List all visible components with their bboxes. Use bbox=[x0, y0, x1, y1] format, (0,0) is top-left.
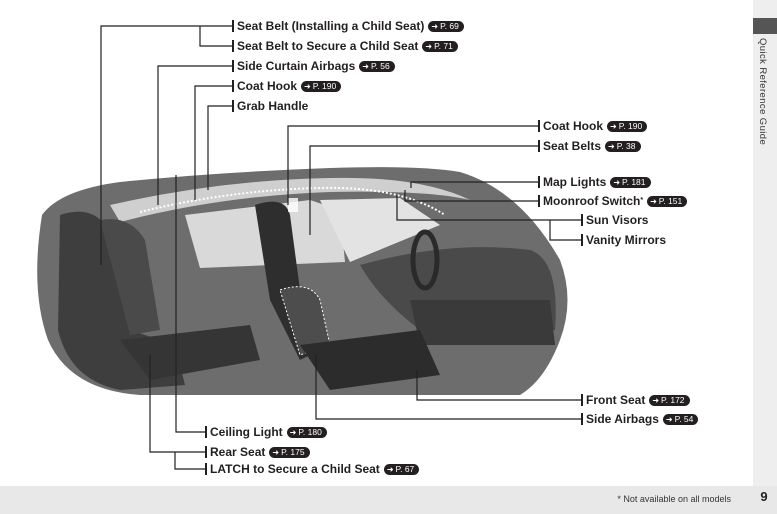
page-ref-badge[interactable]: ➜P. 56 bbox=[359, 60, 395, 72]
callout-label: Seat Belt to Secure a Child Seat bbox=[237, 39, 419, 53]
callout-label: Seat Belts bbox=[543, 139, 602, 153]
callout-vanity-mirrors: Vanity Mirrors bbox=[581, 232, 666, 248]
callout-side-airbags: Side Airbags➜P. 54 bbox=[581, 411, 699, 427]
callout-coat-hook-front: Coat Hook ➜P. 190 bbox=[538, 118, 648, 134]
arrow-icon: ➜ bbox=[608, 141, 615, 151]
arrow-icon: ➜ bbox=[272, 447, 280, 457]
callout-seat-belt-install: Seat Belt (Installing a Child Seat)➜P. 6… bbox=[232, 18, 464, 34]
arrow-icon: ➜ bbox=[425, 41, 433, 51]
page-ref-badge[interactable]: ➜P. 69 bbox=[428, 20, 464, 32]
page-ref-badge[interactable]: ➜P. 54 bbox=[662, 413, 699, 425]
callout-label: Coat Hook bbox=[543, 119, 603, 133]
arrow-icon: ➜ bbox=[665, 414, 673, 424]
callout-latch: LATCH to Secure a Child Seat➜P. 67 bbox=[205, 461, 420, 477]
callout-label: Moonroof Switch bbox=[543, 194, 641, 208]
arrow-icon: ➜ bbox=[289, 427, 297, 437]
page-number: 9 bbox=[760, 489, 768, 504]
page-ref-badge[interactable]: ➜P. 190 bbox=[301, 80, 342, 92]
callout-label: Vanity Mirrors bbox=[586, 233, 667, 247]
callout-map-lights: Map Lights➜P. 181 bbox=[538, 174, 651, 190]
page-ref-badge[interactable]: ➜P. 172 bbox=[649, 394, 690, 406]
callout-label: Rear Seat bbox=[210, 445, 266, 459]
callout-label: Map Lights bbox=[543, 175, 607, 189]
side-title: Quick Reference Guide bbox=[757, 38, 768, 146]
callout-rear-seat: Rear Seat➜P. 175 bbox=[205, 444, 310, 460]
callout-seat-belt-secure: Seat Belt to Secure a Child Seat➜P. 71 bbox=[232, 38, 458, 54]
callout-front-seat: Front Seat➜P. 172 bbox=[581, 392, 690, 408]
arrow-icon: ➜ bbox=[304, 81, 311, 91]
callout-seat-belts: Seat Belts➜P. 38 bbox=[538, 138, 641, 154]
page-ref-badge[interactable]: ➜P. 38 bbox=[605, 140, 641, 152]
callout-coat-hook-rear: Coat Hook ➜P. 190 bbox=[232, 78, 342, 94]
callout-sun-visors: Sun Visors bbox=[581, 212, 648, 228]
side-tab bbox=[753, 0, 777, 486]
arrow-icon: ➜ bbox=[386, 464, 394, 474]
callout-label: Side Airbags bbox=[586, 412, 659, 426]
callout-label: Ceiling Light bbox=[210, 425, 283, 439]
callout-label: Grab Handle bbox=[237, 99, 309, 113]
page-ref-badge[interactable]: ➜P. 175 bbox=[269, 446, 310, 458]
page-ref-badge[interactable]: ➜P. 71 bbox=[422, 40, 458, 52]
arrow-icon: ➜ bbox=[652, 395, 660, 405]
page-ref-badge[interactable]: ➜P. 180 bbox=[286, 426, 327, 438]
arrow-icon: ➜ bbox=[362, 61, 369, 71]
callout-label: Coat Hook bbox=[237, 79, 297, 93]
callout-label: Sun Visors bbox=[586, 213, 649, 227]
arrow-icon: ➜ bbox=[613, 177, 621, 187]
callout-label: Side Curtain Airbags bbox=[237, 59, 356, 73]
callout-side-curtain-airbags: Side Curtain Airbags➜P. 56 bbox=[232, 58, 395, 74]
callout-ceiling-light: Ceiling Light➜P. 180 bbox=[205, 424, 327, 440]
arrow-icon: ➜ bbox=[650, 196, 657, 206]
callout-grab-handle: Grab Handle bbox=[232, 98, 308, 114]
side-tab-marker bbox=[753, 18, 777, 34]
page-ref-badge[interactable]: ➜P. 151 bbox=[647, 195, 688, 207]
page-ref-badge[interactable]: ➜P. 190 bbox=[607, 120, 648, 132]
arrow-icon: ➜ bbox=[610, 121, 617, 131]
footnote-mark: * bbox=[640, 197, 644, 204]
page-footer bbox=[0, 486, 777, 514]
footnote: * Not available on all models bbox=[617, 494, 731, 504]
callout-label: LATCH to Secure a Child Seat bbox=[210, 462, 380, 476]
callout-label: Seat Belt (Installing a Child Seat) bbox=[237, 19, 425, 33]
arrow-icon: ➜ bbox=[431, 21, 439, 31]
callout-moonroof-switch: Moonroof Switch*➜P. 151 bbox=[538, 193, 688, 209]
page-ref-badge[interactable]: ➜P. 67 bbox=[383, 463, 420, 475]
callout-label: Front Seat bbox=[586, 393, 646, 407]
page-ref-badge[interactable]: ➜P. 181 bbox=[610, 176, 651, 188]
